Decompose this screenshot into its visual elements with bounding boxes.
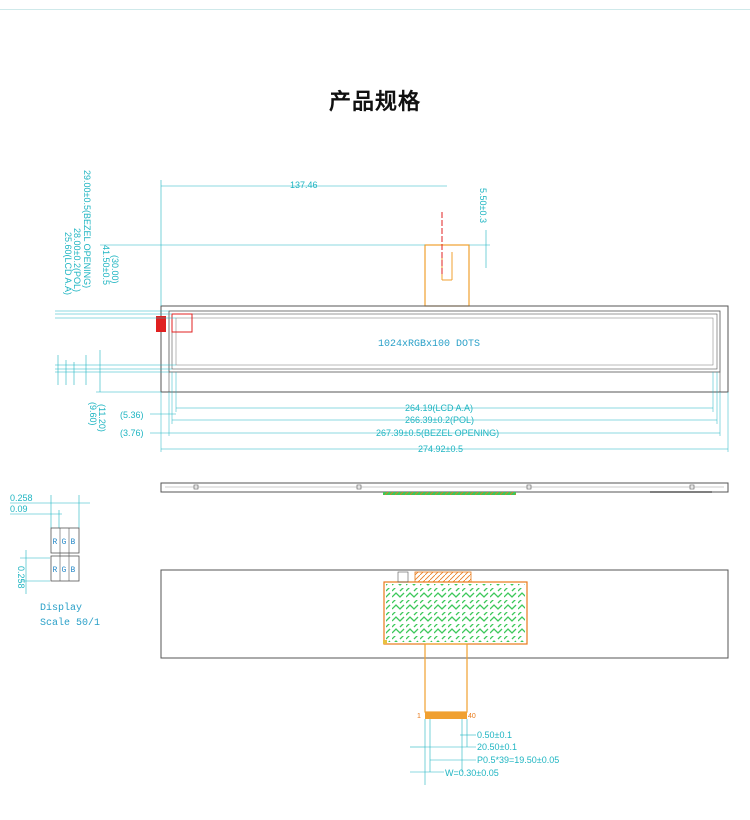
dim-pixel-pitch-side: 0.258 — [16, 566, 26, 589]
side-view — [160, 482, 729, 495]
dim-fpc-height: 5.50±0.3 — [478, 188, 488, 223]
dim-bottom-b: (11.20) — [97, 404, 107, 432]
subpixel-r2: R — [53, 566, 58, 575]
pin-last-label: 40 — [468, 713, 476, 720]
dim-pixel-pitch-top: 0.258 — [10, 493, 33, 503]
fpc-tail-bottom — [424, 643, 468, 713]
subpixel-g1: G — [62, 538, 67, 547]
dim-pol-width: 266.39±0.2(POL) — [405, 415, 474, 425]
subpixel-b2: B — [71, 566, 76, 575]
dim-offset-b: (3.76) — [120, 428, 144, 438]
module-outline — [160, 305, 729, 393]
pixel-caption-line2: Scale 50/1 — [40, 617, 100, 629]
dim-fpc-d1: 0.50±0.1 — [477, 730, 512, 740]
first-pixel-zoom-box — [171, 313, 193, 333]
dim-fpc-d4: W=0.30±0.05 — [445, 768, 499, 778]
dim-bottom-a: (9.60) — [88, 402, 98, 426]
subpixel-r1: R — [53, 538, 58, 547]
dim-offset-a: (5.36) — [120, 410, 144, 420]
dim-overall-height: 41.50±0.5 — [101, 245, 111, 285]
subpixel-b1: B — [71, 538, 76, 547]
dim-fpc-d3: P0.5*39=19.50±0.05 — [477, 755, 559, 765]
pixel-caption-line1: Display — [40, 602, 82, 614]
pol-outline — [171, 313, 718, 370]
page-title: 产品规格 — [328, 90, 421, 115]
first-pixel-marker — [156, 316, 166, 332]
dim-fpc-d2: 20.50±0.1 — [477, 742, 517, 752]
dim-pol-height: 28.00±0.2(POL) — [72, 228, 82, 292]
pixel-detail: 0.258 0.09 0.258 R G B R G B Display Sca… — [10, 493, 100, 629]
dim-bezel-height: 29.00±0.5(BEZEL OPENING) — [82, 170, 92, 288]
dim-overall-width: 274.92±0.5 — [418, 444, 463, 454]
dim-subpixel-pitch: 0.09 — [10, 504, 28, 514]
subpixel-g2: G — [62, 566, 67, 575]
dim-ref-height: (30.00) — [110, 255, 120, 284]
active-area-label: 1024xRGBx100 DOTS — [378, 339, 480, 350]
page-top-divider — [0, 9, 750, 10]
dim-top-width: 137.46 — [290, 180, 318, 190]
bezel-opening — [168, 310, 721, 373]
active-area — [175, 317, 714, 366]
dim-bezel-width: 267.39±0.5(BEZEL OPENING) — [376, 428, 499, 438]
fpc-connector — [425, 712, 467, 719]
fpc-tail-top — [424, 244, 470, 307]
pin-first-label: 1 — [417, 713, 421, 720]
front-view: 1024xRGBx100 DOTS 137.46 5.50±0.3 29.00±… — [55, 170, 729, 454]
dim-aa-height: 25.60(LCD A.A) — [63, 232, 73, 295]
back-view: 1 40 0.50±0.1 20.50±0.1 P0.5*39=19.50±0.… — [160, 569, 729, 785]
dim-aa-width: 264.19(LCD A.A) — [405, 403, 473, 413]
